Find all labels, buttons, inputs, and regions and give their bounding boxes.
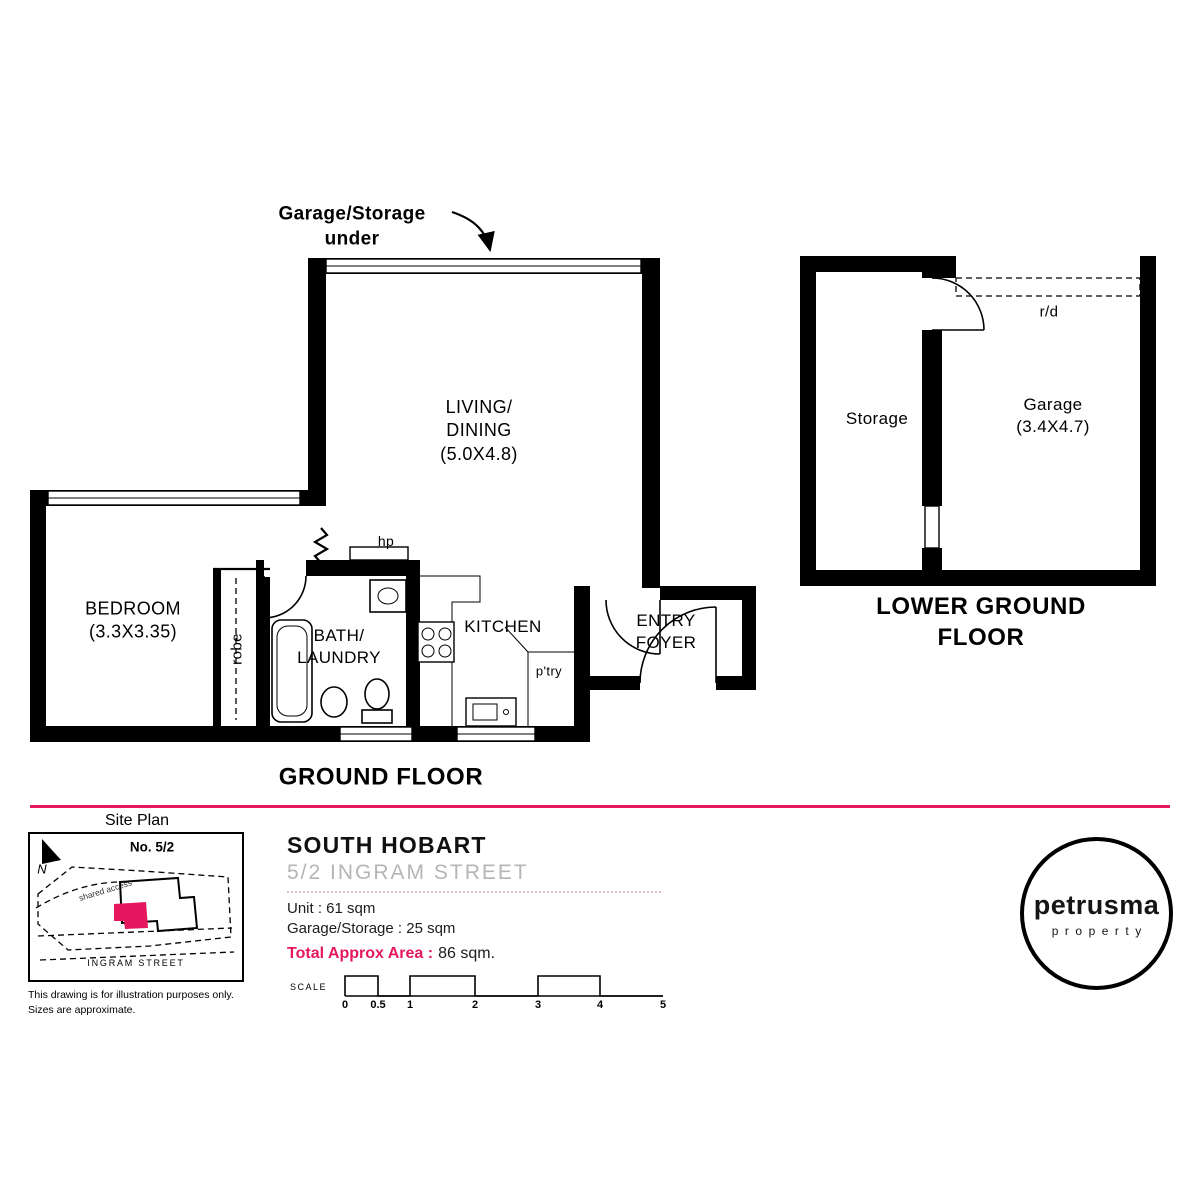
ground-floor-plan [30,210,756,742]
scale-tick-2: 2 [471,999,479,1011]
street-line [39,951,235,961]
room-label-living-dining: LIVING/ DINING (5.0X4.8) [440,396,518,464]
lower-ground-floor-title: LOWER GROUND FLOOR [876,592,1086,651]
laundry-trough-icon [369,579,407,613]
sink-icon [465,697,517,727]
ground-floor-title: GROUND FLOOR [278,763,484,791]
scale-tick-3: 3 [534,999,542,1011]
logo-name: petrusma [1033,889,1160,920]
scale-bar [344,975,663,997]
site-plan-map: shared access [35,839,235,961]
address-subtitle: 5/2 INGRAM STREET [287,861,529,884]
street-label: INGRAM STREET [87,958,185,968]
site-plan-title: Site Plan [104,812,170,829]
room-label-robe: robe [228,633,246,665]
north-arrow-icon [42,839,61,864]
room-label-storage: Storage [845,408,909,428]
entry-door-icon [639,606,717,684]
scale-label: SCALE [290,982,328,992]
scale-tick-5: 5 [659,999,667,1011]
room-label-entry-foyer: ENTRY FOYER [635,610,697,652]
garage-storage-area-text: Garage/Storage : 25 sqm [287,920,456,937]
hp-unit-icon [349,546,409,561]
suburb-title: SOUTH HOBART [287,832,487,858]
scale-tick-05: 0.5 [370,999,386,1011]
toilet-icon [364,678,390,710]
dotted-divider [287,891,661,893]
basin-icon [320,686,348,718]
lower-ground-floor-plan [800,256,1156,586]
bath-door-icon [263,575,307,619]
storage-door-icon [931,277,985,331]
site-plan-unit-number: No. 5/2 [129,839,175,855]
disclaimer-text: This drawing is for illustration purpose… [28,989,234,1016]
squiggle-icon [312,527,330,564]
roller-door-icon [955,277,1141,297]
shared-access-path [35,881,131,909]
total-area-label: Total Approx Area : [287,945,434,962]
site-plan-box: shared access [28,832,244,982]
foyer-door-icon [605,599,661,655]
logo-tagline: property [1051,923,1148,938]
room-label-kitchen: KITCHEN [464,616,542,636]
room-label-pantry: p'try [535,663,563,679]
scale-tick-1: 1 [406,999,414,1011]
room-label-bath-laundry: BATH/ LAUNDRY [297,625,381,667]
label-hp: hp [377,532,395,549]
accent-divider [30,805,1170,808]
scale-tick-0: 0 [341,999,349,1011]
subject-unit-highlight [114,902,148,929]
unit-area-text: Unit : 61 sqm [287,900,376,917]
bathtub-icon [271,619,313,723]
scale-tick-4: 4 [596,999,604,1011]
north-label: N [37,861,47,877]
room-label-bedroom: BEDROOM (3.3X3.35) [85,598,181,642]
petrusma-logo: petrusma property [1020,837,1173,990]
garage-storage-under-annotation: Garage/Storage under [278,203,426,249]
total-area-value: 86 sqm. [438,945,496,962]
total-area-line: Total Approx Area :86 sqm. [287,945,495,963]
label-roller-door: r/d [1039,303,1059,321]
room-label-garage: Garage (3.4X4.7) [1016,394,1090,436]
street-line [37,927,233,937]
annotation-arrow-icon [451,210,495,253]
